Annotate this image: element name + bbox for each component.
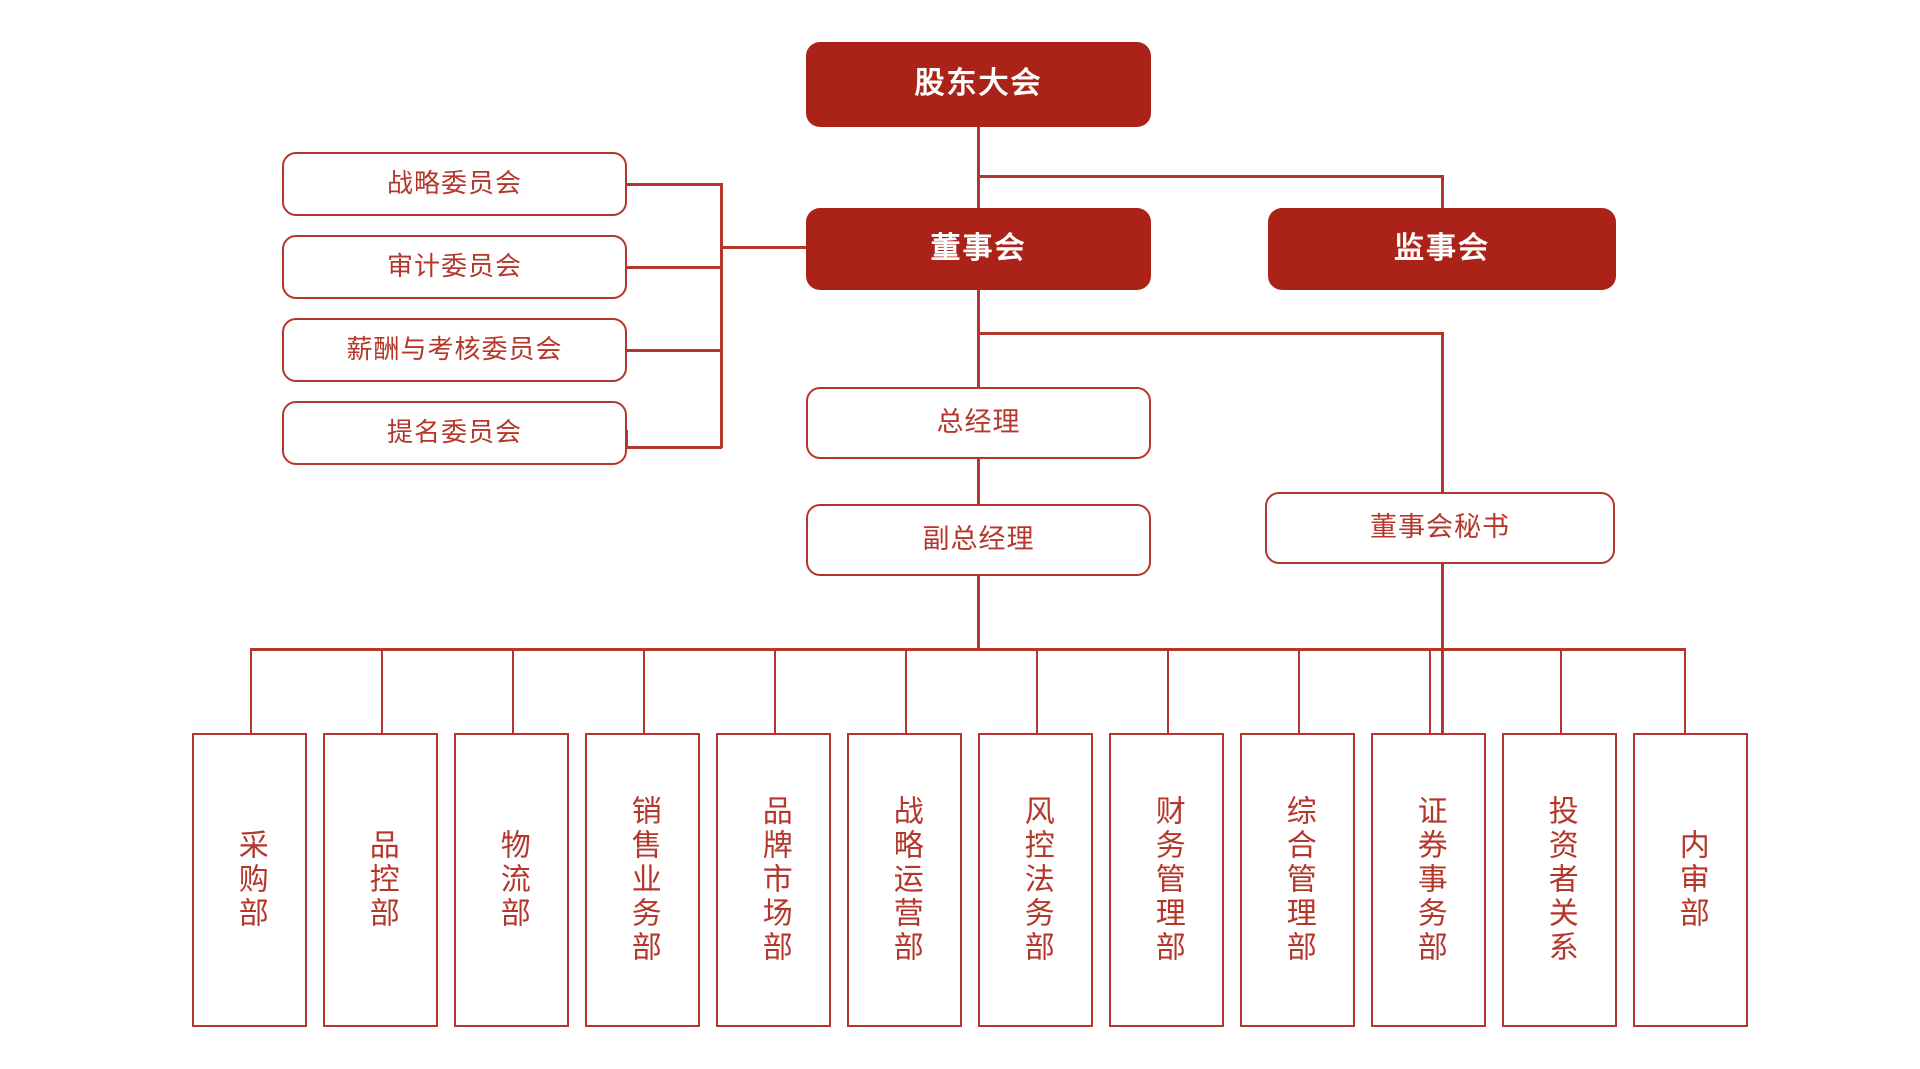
node-department-securities-affairs[interactable]: 证券事务部 [1371,733,1486,1027]
node-label: 总经理 [936,407,1021,438]
connector-committee-to-board [720,246,808,249]
node-department-finance[interactable]: 财务管理部 [1109,733,1224,1027]
connector-board-down [977,175,980,210]
node-label: 采购部 [233,829,267,931]
node-department-brand-marketing[interactable]: 品牌市场部 [716,733,831,1027]
connector-board-secretary-bar [977,332,1444,335]
node-department-risk-legal[interactable]: 风控法务部 [978,733,1093,1027]
connector-committee-trunk [720,183,723,448]
connector-drop-1 [250,648,252,734]
node-label: 薪酬与考核委员会 [346,334,563,365]
connector-drop-8 [1167,648,1169,734]
node-committee-nomination[interactable]: 提名委员会 [282,401,627,465]
node-label: 财务管理部 [1150,795,1184,965]
connector-secretary-down [1441,332,1444,494]
node-board-of-supervisors[interactable]: 监事会 [1268,208,1616,290]
node-label: 销售业务部 [626,795,660,965]
node-label: 董事会 [930,231,1027,265]
node-label: 监事会 [1394,231,1490,265]
connector-drop-4 [643,648,645,734]
connector-supervisors-down [1441,175,1444,210]
node-board-of-directors[interactable]: 董事会 [806,208,1151,290]
connector-drop-9 [1298,648,1300,734]
node-label: 董事会秘书 [1370,512,1510,543]
node-deputy-general-manager[interactable]: 副总经理 [806,504,1151,576]
node-label: 战略委员会 [386,168,522,199]
connector-drop-6 [905,648,907,734]
node-shareholders-meeting[interactable]: 股东大会 [806,42,1151,127]
connector-drop-2 [381,648,383,734]
connector-shareholders-down [977,127,980,177]
node-department-logistics[interactable]: 物流部 [454,733,569,1027]
node-label: 提名委员会 [386,417,522,448]
node-department-general-admin[interactable]: 综合管理部 [1240,733,1355,1027]
connector-board-lower-down [977,290,980,334]
node-label: 品牌市场部 [757,795,791,965]
node-label: 投资者关系 [1543,795,1577,965]
node-board-secretary[interactable]: 董事会秘书 [1265,492,1615,564]
connector-committee-compensation [625,349,722,352]
node-department-quality-control[interactable]: 品控部 [323,733,438,1027]
connector-committee-nomination [625,446,722,449]
connector-dgm-to-bus [977,576,980,650]
connector-drop-3 [512,648,514,734]
node-label: 股东大会 [914,67,1043,101]
connector-drop-5 [774,648,776,734]
node-department-internal-audit[interactable]: 内审部 [1633,733,1748,1027]
node-department-sales[interactable]: 销售业务部 [585,733,700,1027]
node-committee-strategy[interactable]: 战略委员会 [282,152,627,216]
node-label: 内审部 [1674,829,1708,931]
connector-board-to-gm [977,332,980,389]
node-general-manager[interactable]: 总经理 [806,387,1151,459]
connector-gm-to-dgm [977,459,980,506]
connector-drop-12 [1684,648,1686,734]
node-label: 证券事务部 [1412,795,1446,965]
connector-drop-11 [1560,648,1562,734]
connector-department-bus [250,648,1684,651]
connector-shareholders-split [977,175,1444,178]
node-label: 副总经理 [922,524,1035,555]
connector-drop-7 [1036,648,1038,734]
node-label: 审计委员会 [386,251,522,282]
connector-drop-10 [1429,648,1431,734]
node-committee-compensation[interactable]: 薪酬与考核委员会 [282,318,627,382]
node-label: 战略运营部 [888,795,922,965]
node-label: 综合管理部 [1281,795,1315,965]
node-committee-audit[interactable]: 审计委员会 [282,235,627,299]
node-label: 物流部 [495,829,529,931]
node-label: 风控法务部 [1019,795,1053,965]
connector-committee-audit [625,266,722,269]
node-label: 品控部 [364,829,398,931]
node-department-procurement[interactable]: 采购部 [192,733,307,1027]
node-department-strategy-operations[interactable]: 战略运营部 [847,733,962,1027]
connector-committee-strategy [625,183,722,186]
node-department-investor-relations[interactable]: 投资者关系 [1502,733,1617,1027]
